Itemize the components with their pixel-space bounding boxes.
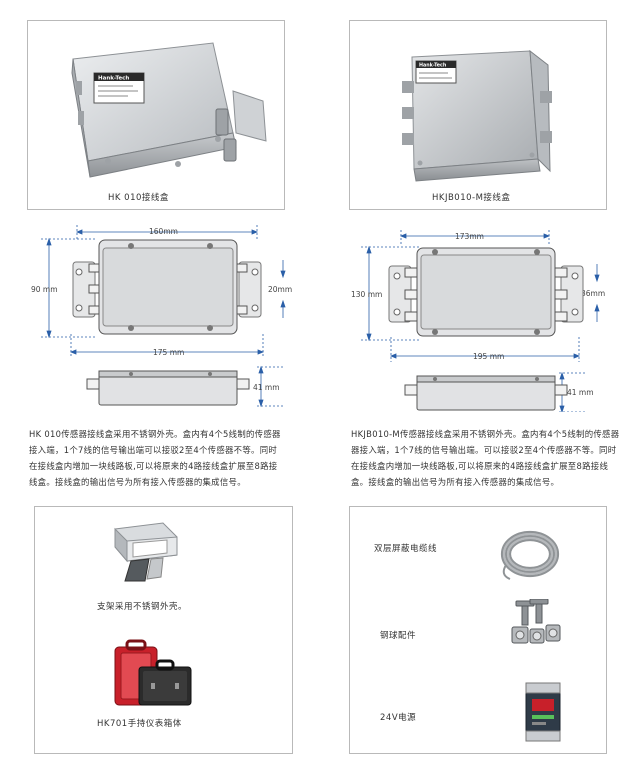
dim-height-hk010: 90 mm bbox=[31, 285, 58, 294]
accessories-frame-right: 双层屏蔽电缆线 钢球配件 24V电源 bbox=[349, 506, 607, 754]
dim-depth-hk010: 41 mm bbox=[253, 383, 280, 392]
dim-height-hkjb010m: 130 mm bbox=[351, 290, 382, 299]
steel-ball-fittings-image bbox=[511, 599, 561, 644]
brand-label-hk010: Hank-Tech bbox=[98, 76, 129, 82]
product-photo-frame-hk010: Hank-Tech bbox=[27, 20, 285, 210]
accessory-label-bracket: 支架采用不锈钢外壳。 bbox=[97, 602, 188, 612]
description-line: 在接线盒内增加一块线路板,可以将原来的4路接线盒扩展至8路接线 bbox=[351, 461, 609, 471]
product-caption-hk010: HK 010接线盒 bbox=[108, 193, 169, 203]
cable-coil-image bbox=[500, 530, 560, 580]
accessory-label-power-supply: 24V电源 bbox=[380, 713, 417, 723]
accessory-label-cable: 双层屏蔽电缆线 bbox=[374, 544, 438, 554]
dim-total-width-hk010: 175 mm bbox=[153, 348, 184, 357]
dimension-drawing-hkjb010m: 173mm 130 mm 36mm 195 mm 41 mm bbox=[351, 230, 605, 412]
dim-offset-hkjb010m: 36mm bbox=[581, 289, 605, 298]
power-supply-image bbox=[525, 682, 561, 742]
description-line: HKJB010-M传感器接线盒采用不锈钢外壳。盒内有4个5线制的传感器 bbox=[351, 429, 620, 439]
bracket-image bbox=[114, 522, 178, 582]
instrument-case-image bbox=[114, 639, 192, 706]
product-photo-frame-hkjb010m: Hank-Tech bbox=[349, 20, 607, 210]
junction-box-photo-hkjb010m: Hank-Tech bbox=[402, 49, 552, 182]
dim-width-hkjb010m: 173mm bbox=[455, 232, 484, 241]
accessories-frame-left: 支架采用不锈钢外壳。 HK701手持仪表箱体 bbox=[34, 506, 293, 754]
accessory-label-steel-ball: 钢球配件 bbox=[380, 631, 417, 641]
accessory-label-instrument-case: HK701手持仪表箱体 bbox=[97, 719, 182, 729]
description-line: 器接入端，1个7线的信号输出端。可以接驳2至4个传感器不等。同时 bbox=[351, 445, 617, 455]
dim-width-hk010: 160mm bbox=[149, 227, 178, 236]
description-line: 盒。接线盒的输出信号为所有接入传感器的集成信号。 bbox=[351, 477, 560, 487]
dim-total-width-hkjb010m: 195 mm bbox=[473, 352, 504, 361]
dim-offset-hk010: 20mm bbox=[268, 285, 292, 294]
dimension-drawing-hk010: 160mm 90 mm 20mm 175 mm 41 mm bbox=[31, 225, 292, 408]
description-line: 在接线盒内增加一块线路板,可以将原来的4路接线盒扩展至8路接 bbox=[29, 461, 278, 471]
brand-label-hkjb010m: Hank-Tech bbox=[419, 63, 447, 69]
product-caption-hkjb010m: HKJB010-M接线盒 bbox=[432, 193, 511, 203]
junction-box-photo-hk010: Hank-Tech bbox=[71, 42, 267, 178]
description-hkjb010m: HKJB010-M传感器接线盒采用不锈钢外壳。盒内有4个5线制的传感器 器接入端… bbox=[351, 426, 635, 490]
dim-depth-hkjb010m: 41 mm bbox=[567, 388, 594, 397]
description-line: HK 010传感器接线盒采用不锈钢外壳。盒内有4个5线制的传感器 bbox=[29, 429, 281, 439]
description-line: 接入端，1个7线的信号输出端可以接驳2至4个传感器不等。同时 bbox=[29, 445, 278, 455]
description-hk010: HK 010传感器接线盒采用不锈钢外壳。盒内有4个5线制的传感器 接入端，1个7… bbox=[29, 426, 281, 490]
description-line: 线盒。接线盒的输出信号为所有接入传感器的集成信号。 bbox=[29, 477, 246, 487]
